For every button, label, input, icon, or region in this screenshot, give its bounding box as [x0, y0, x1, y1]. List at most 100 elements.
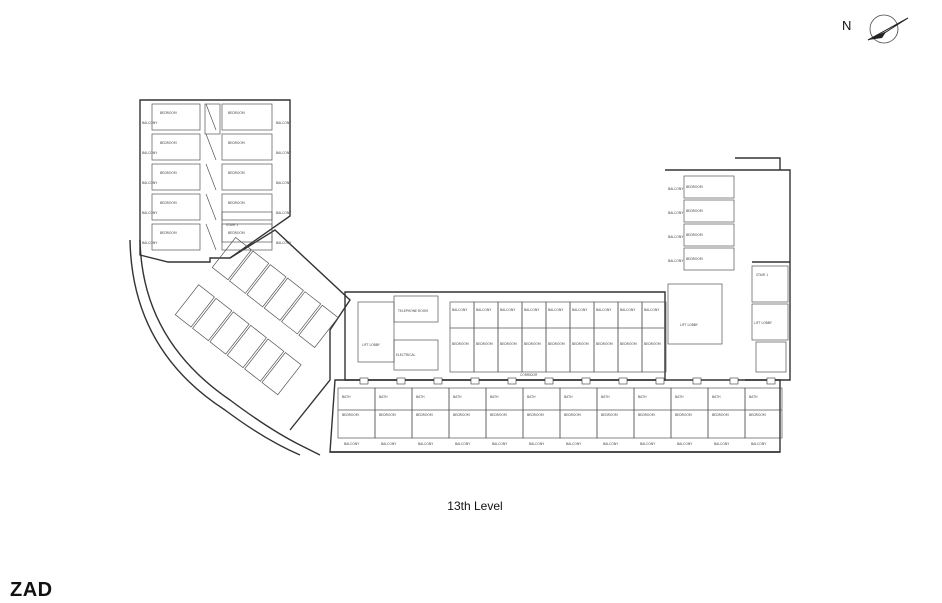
room-label: BALCONY: [344, 442, 359, 446]
room-cell: [545, 301, 571, 373]
room-label: BEDROOM: [524, 342, 541, 346]
wall-line: [205, 223, 217, 251]
room-label: BALCONY: [640, 442, 655, 446]
room-cell: [393, 339, 439, 371]
room-label: BATH: [564, 395, 573, 399]
room-label: BALCONY: [668, 259, 683, 263]
room-cell: [244, 338, 285, 382]
wall-line: [205, 163, 217, 191]
north-label: N: [842, 18, 852, 33]
room-label: BATH: [712, 395, 721, 399]
room-label: BEDROOM: [500, 342, 517, 346]
room-cell: [226, 324, 267, 369]
room-label: BEDROOM: [160, 141, 177, 145]
room-label: BEDROOM: [596, 342, 613, 346]
room-cell: [221, 133, 273, 161]
room-label: BATH: [490, 395, 499, 399]
grid-tag: [655, 377, 665, 385]
room-label: BATH: [527, 395, 536, 399]
room-label: BEDROOM: [686, 185, 703, 189]
room-cell: [744, 387, 783, 439]
room-label: BEDROOM: [644, 342, 661, 346]
room-label: BALCONY: [276, 211, 291, 215]
room-label: BEDROOM: [712, 413, 729, 417]
room-cell: [521, 301, 547, 373]
room-label: STAIR 1: [756, 273, 768, 277]
room-label: BEDROOM: [160, 201, 177, 205]
room-cell: [221, 163, 273, 191]
room-label: BEDROOM: [476, 342, 493, 346]
level-caption: 13th Level: [447, 499, 503, 513]
room-label: BALCONY: [668, 211, 683, 215]
grid-tag: [433, 377, 443, 385]
grid-tag: [359, 377, 369, 385]
room-cell: [229, 250, 270, 294]
grid-tag: [581, 377, 591, 385]
room-label: BEDROOM: [620, 342, 637, 346]
room-label: BALCONY: [603, 442, 618, 446]
room-label: BATH: [379, 395, 388, 399]
room-label: BALCONY: [677, 442, 692, 446]
room-cell: [497, 301, 523, 373]
room-cell: [151, 163, 201, 191]
room-label: BALCONY: [751, 442, 766, 446]
room-label: BALCONY: [276, 151, 291, 155]
wall-line: [205, 103, 217, 131]
room-cell: [246, 264, 287, 308]
room-cell: [641, 301, 667, 373]
room-cell: [211, 237, 252, 281]
room-label: BALCONY: [142, 151, 157, 155]
room-cell: [751, 265, 789, 303]
grid-tag: [470, 377, 480, 385]
grid-tag: [507, 377, 517, 385]
room-cell: [192, 297, 233, 342]
room-label: BALCONY: [596, 308, 611, 312]
room-label: BALCONY: [668, 235, 683, 239]
room-label: BALCONY: [418, 442, 433, 446]
room-label: BALCONY: [276, 181, 291, 185]
room-cell: [449, 301, 475, 373]
wall-line: [205, 193, 217, 221]
north-arrow: N: [832, 10, 910, 48]
room-cell: [209, 311, 250, 355]
building-outline: [129, 99, 791, 456]
room-label: BATH: [453, 395, 462, 399]
room-label: BALCONY: [276, 121, 291, 125]
room-label: BATH: [749, 395, 758, 399]
room-label: BEDROOM: [452, 342, 469, 346]
grid-tag: [544, 377, 554, 385]
room-label: BEDROOM: [160, 171, 177, 175]
diagonal-wing: [174, 237, 339, 396]
brand-logo: ZAD: [10, 579, 53, 601]
room-label: BEDROOM: [228, 201, 245, 205]
room-cell: [393, 295, 439, 323]
room-label: BALCONY: [142, 181, 157, 185]
room-cell: [755, 341, 787, 373]
room-cell: [174, 284, 215, 328]
room-cell: [617, 301, 643, 373]
room-label: BEDROOM: [686, 209, 703, 213]
room-label: BEDROOM: [675, 413, 692, 417]
room-label: BEDROOM: [453, 413, 470, 417]
compass-icon: [867, 14, 909, 44]
room-label: BEDROOM: [638, 413, 655, 417]
room-label: BEDROOM: [228, 141, 245, 145]
room-label: BALCONY: [142, 121, 157, 125]
room-label: LIFT LOBBY: [754, 321, 772, 325]
room-cell: [751, 303, 789, 341]
room-label: CORRIDOR: [520, 373, 538, 377]
room-label: BEDROOM: [342, 413, 359, 417]
room-label: BALCONY: [548, 308, 563, 312]
room-cell: [667, 283, 723, 345]
room-label: BATH: [675, 395, 684, 399]
room-label: BEDROOM: [686, 233, 703, 237]
room-cell: [569, 301, 595, 373]
room-label: BALCONY: [572, 308, 587, 312]
room-label: BEDROOM: [686, 257, 703, 261]
room-label: BALCONY: [381, 442, 396, 446]
room-label: BALCONY: [276, 241, 291, 245]
room-label: BEDROOM: [564, 413, 581, 417]
room-label: BALCONY: [524, 308, 539, 312]
room-cell: [357, 301, 395, 363]
